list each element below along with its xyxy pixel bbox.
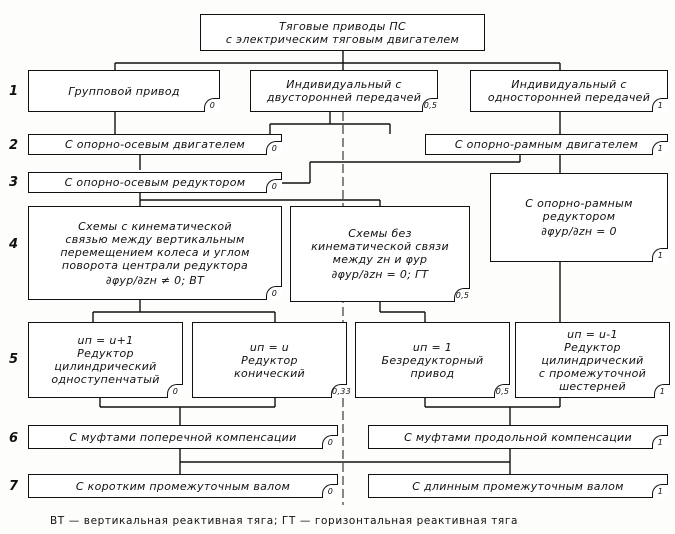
box-text: Схемы с кинематической связью между верт…	[60, 219, 250, 272]
weight-tag: 0,5	[494, 384, 510, 398]
box-axle-hung-motor: С опорно-осевым двигателем 0	[28, 134, 282, 155]
box-text: uп = u Редуктор конический	[234, 340, 305, 380]
box-text: uп = 1 Безредукторный привод	[381, 340, 484, 380]
box-text: С длинным промежуточным валом	[412, 479, 624, 493]
row-number-1: 1	[9, 84, 19, 99]
box-text: Индивидуальный с односторонней передачей	[487, 78, 651, 104]
row-number-6: 6	[9, 431, 19, 446]
row-number-5: 5	[9, 352, 19, 367]
box-individual-one-sided: Индивидуальный с односторонней передачей…	[470, 70, 668, 112]
title-box: Тяговые приводы ПС с электрическим тягов…	[200, 14, 485, 51]
box-longitudinal-compensation: С муфтами продольной компенсации 1	[368, 425, 668, 449]
box-text: uп = u-1 Редуктор цилиндрический с проме…	[538, 327, 647, 393]
box-formula: ∂φур/∂zн ≠ 0; ВТ	[105, 273, 205, 287]
box-short-shaft: С коротким промежуточным валом 0	[28, 474, 338, 498]
box-axle-reducer: С опорно-осевым редуктором 0	[28, 172, 282, 193]
box-no-kinematic-link: Схемы без кинематической связи между zн …	[290, 206, 470, 302]
weight-tag: 0,5	[422, 98, 438, 112]
box-text: Схемы без кинематической связи между zн …	[311, 227, 449, 266]
box-kinematic-link: Схемы с кинематической связью между верт…	[28, 206, 282, 300]
box-text: С опорно-осевым редуктором	[64, 176, 246, 189]
row-number-7: 7	[9, 479, 19, 494]
row-number-4: 4	[9, 237, 19, 252]
weight-tag: 0	[322, 435, 338, 449]
box-group-drive: Групповой привод 0	[28, 70, 220, 112]
weight-tag: 1	[652, 98, 668, 112]
box-reducer-cylindrical-idler: uп = u-1 Редуктор цилиндрический с проме…	[515, 322, 670, 398]
legend-footnote: ВТ — вертикальная реактивная тяга; ГТ — …	[50, 515, 518, 527]
weight-tag: 1	[652, 141, 668, 155]
weight-tag: 0	[266, 179, 282, 193]
title-line-2: с электрическим тяговым двигателем	[225, 32, 460, 46]
box-individual-two-sided: Индивидуальный с двусторонней передачей …	[250, 70, 438, 112]
weight-tag: 0	[204, 98, 220, 112]
title-line-1: Тяговые приводы ПС	[279, 19, 406, 33]
box-text: uп = u+1 Редуктор цилиндрический односту…	[51, 334, 160, 386]
box-reducer-cylindrical-single: uп = u+1 Редуктор цилиндрический односту…	[28, 322, 183, 398]
weight-tag: 1	[652, 484, 668, 498]
box-text: Групповой привод	[68, 84, 180, 98]
weight-tag: 0,33	[331, 384, 351, 398]
box-text: С опорно-рамным двигателем	[454, 138, 639, 151]
box-long-shaft: С длинным промежуточным валом 1	[368, 474, 668, 498]
box-frame-motor: С опорно-рамным двигателем 1	[425, 134, 668, 155]
weight-tag: 0	[266, 141, 282, 155]
weight-tag: 1	[654, 384, 670, 398]
box-frame-reducer: С опорно-рамным редуктором ∂φур/∂zн = 0 …	[490, 173, 668, 262]
box-cross-compensation: С муфтами поперечной компенсации 0	[28, 425, 338, 449]
box-text: С муфтами поперечной компенсации	[69, 430, 297, 444]
box-text: С опорно-рамным редуктором	[525, 197, 633, 223]
box-text: С опорно-осевым двигателем	[64, 138, 246, 151]
weight-tag: 1	[652, 248, 668, 262]
weight-tag: 0	[322, 484, 338, 498]
weight-tag: 0,5	[454, 288, 470, 302]
box-formula: ∂φур/∂zн = 0; ГТ	[331, 268, 429, 281]
box-text: С муфтами продольной компенсации	[404, 430, 632, 444]
box-gearless-drive: uп = 1 Безредукторный привод 0,5	[355, 322, 510, 398]
box-text: С коротким промежуточным валом	[75, 479, 291, 493]
weight-tag: 1	[652, 435, 668, 449]
row-number-2: 2	[9, 138, 19, 153]
box-text: Индивидуальный с двусторонней передачей	[266, 78, 422, 104]
box-reducer-conical: uп = u Редуктор конический 0,33	[192, 322, 351, 398]
row-number-3: 3	[9, 175, 19, 190]
box-formula: ∂φур/∂zн = 0	[541, 225, 617, 238]
weight-tag: 0	[167, 384, 183, 398]
weight-tag: 0	[266, 286, 282, 300]
